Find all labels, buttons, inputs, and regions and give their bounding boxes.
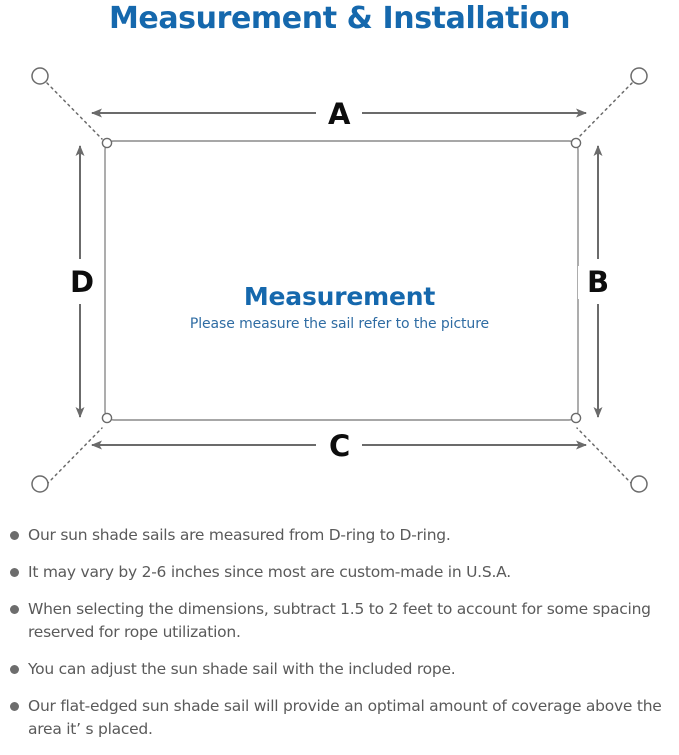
dimension-label-b: B	[578, 266, 619, 299]
notes-list: Our sun shade sails are measured from D-…	[0, 524, 679, 755]
note-item: When selecting the dimensions, subtract …	[0, 598, 679, 644]
note-text: Our flat-edged sun shade sail will provi…	[28, 697, 662, 738]
note-text: Our sun shade sails are measured from D-…	[28, 526, 451, 544]
note-item: Our sun shade sails are measured from D-…	[0, 524, 679, 547]
bullet-icon	[10, 531, 19, 540]
note-text: When selecting the dimensions, subtract …	[28, 600, 651, 641]
note-text: You can adjust the sun shade sail with t…	[28, 660, 456, 678]
dimension-label-c: C	[320, 430, 360, 463]
bullet-icon	[10, 568, 19, 577]
bullet-icon	[10, 605, 19, 614]
rope-lines	[46, 82, 633, 485]
note-item: It may vary by 2-6 inches since most are…	[0, 561, 679, 584]
note-item: You can adjust the sun shade sail with t…	[0, 658, 679, 681]
bullet-icon	[10, 702, 19, 711]
dimension-label-a: A	[319, 98, 360, 131]
note-item: Our flat-edged sun shade sail will provi…	[0, 695, 679, 741]
page-title: Measurement & Installation	[108, 1, 571, 36]
sail-rectangle	[104, 140, 579, 421]
shade-sail-measurement-diagram: Measurement Please measure the sail refe…	[0, 42, 679, 512]
anchor-points	[31, 67, 648, 493]
dimension-label-d: D	[61, 266, 104, 299]
bullet-icon	[10, 665, 19, 674]
note-text: It may vary by 2-6 inches since most are…	[28, 563, 511, 581]
d-rings	[101, 137, 582, 424]
